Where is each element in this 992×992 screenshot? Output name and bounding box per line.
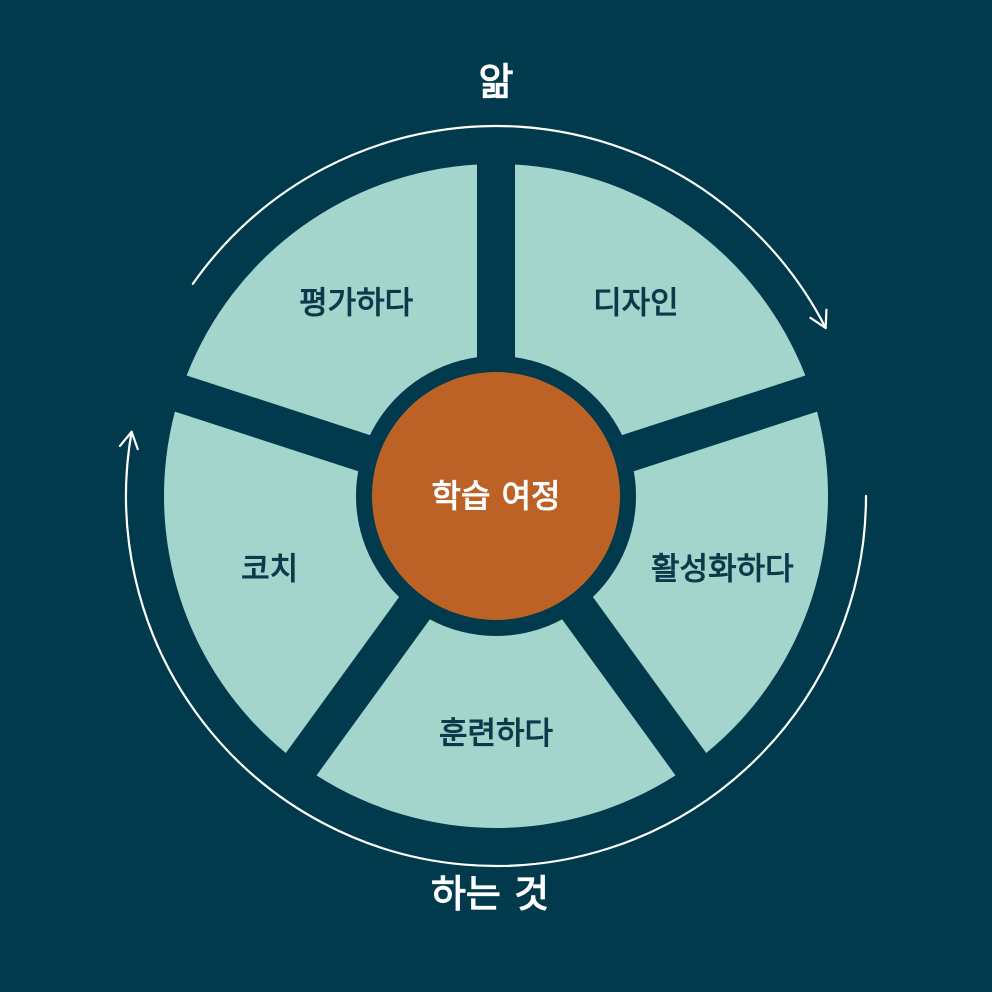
segment-design[interactable]: 디자인 [515, 164, 806, 436]
left-arc-arrow [124, 430, 868, 868]
segment-evaluate[interactable]: 평가하다 [186, 164, 477, 436]
bottom-label: 하는 것 [431, 872, 549, 916]
cycle-arrows [118, 124, 868, 868]
segment-train[interactable]: 훈련하다 [316, 619, 676, 828]
right-arc-arrow [191, 124, 827, 330]
segment-coach[interactable]: 코치 [164, 411, 400, 753]
center-label: 학습 여정 [432, 477, 561, 515]
segments-ring: 디자인 활성화하다 훈련하다 코치 평가하다 [164, 164, 828, 828]
segment-label-train: 훈련하다 [439, 716, 554, 752]
right-arrowhead-icon [809, 308, 828, 330]
segment-label-coach: 코치 [241, 552, 298, 588]
segment-label-evaluate: 평가하다 [299, 285, 414, 321]
segment-label-design: 디자인 [593, 285, 679, 321]
top-label: 앎 [479, 60, 514, 104]
left-arrowhead-icon [118, 430, 139, 451]
segment-label-activate: 활성화하다 [651, 552, 794, 588]
segment-activate[interactable]: 활성화하다 [592, 411, 828, 753]
center-circle[interactable] [372, 372, 620, 620]
